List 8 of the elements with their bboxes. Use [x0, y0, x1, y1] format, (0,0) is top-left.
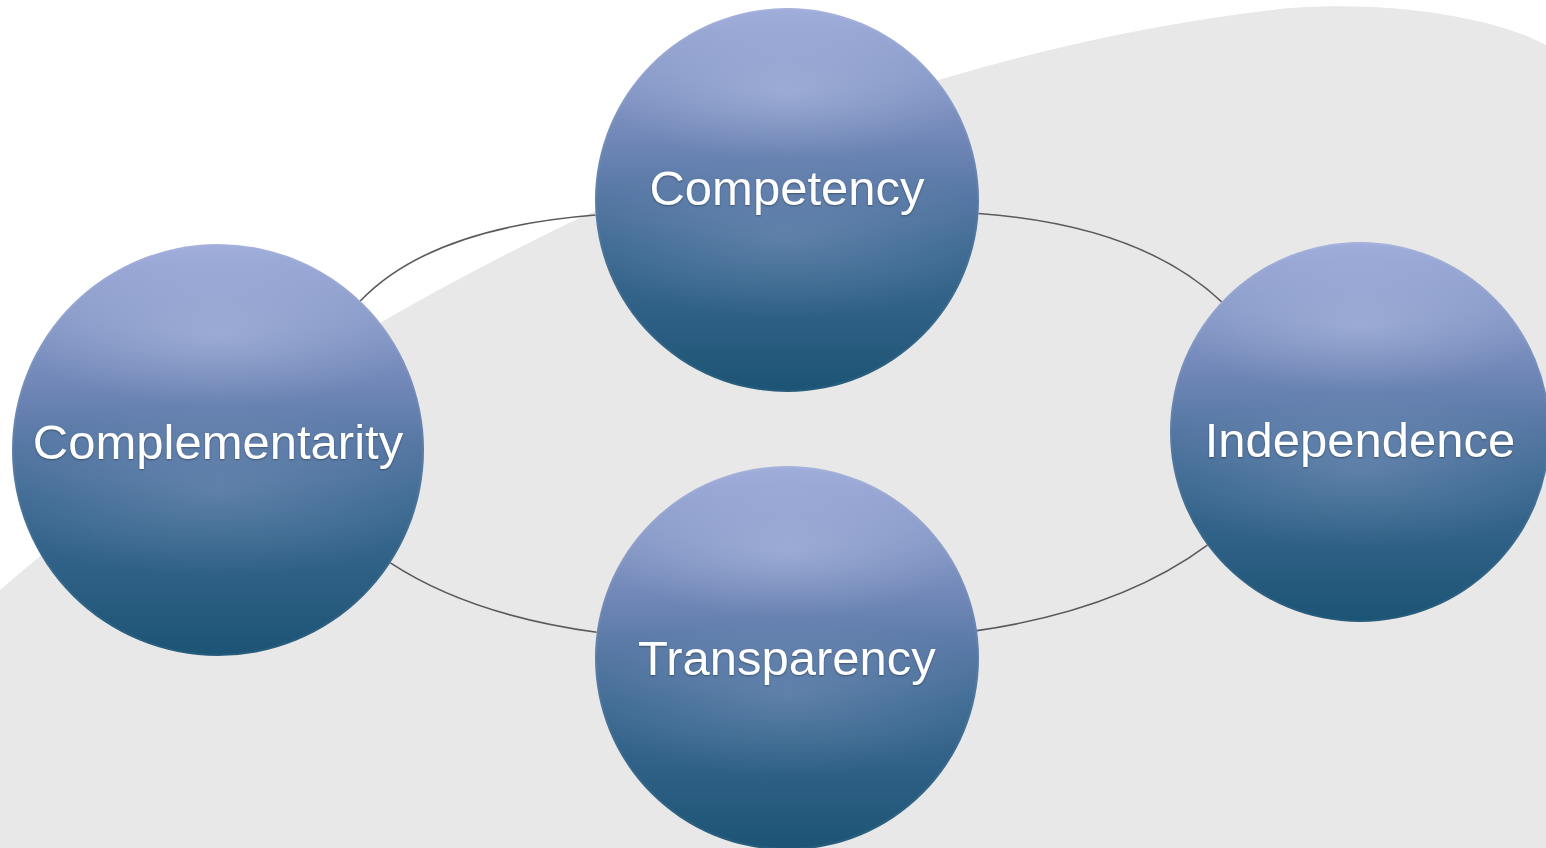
connector-line — [359, 214, 597, 302]
node-label: Competency — [649, 160, 925, 216]
node-label: Independence — [1204, 412, 1516, 468]
connector-line — [976, 544, 1209, 632]
node-label: Transparency — [638, 630, 936, 686]
connector-line — [389, 562, 598, 633]
node-label: Complementarity — [32, 414, 404, 470]
connector-line — [977, 212, 1223, 303]
